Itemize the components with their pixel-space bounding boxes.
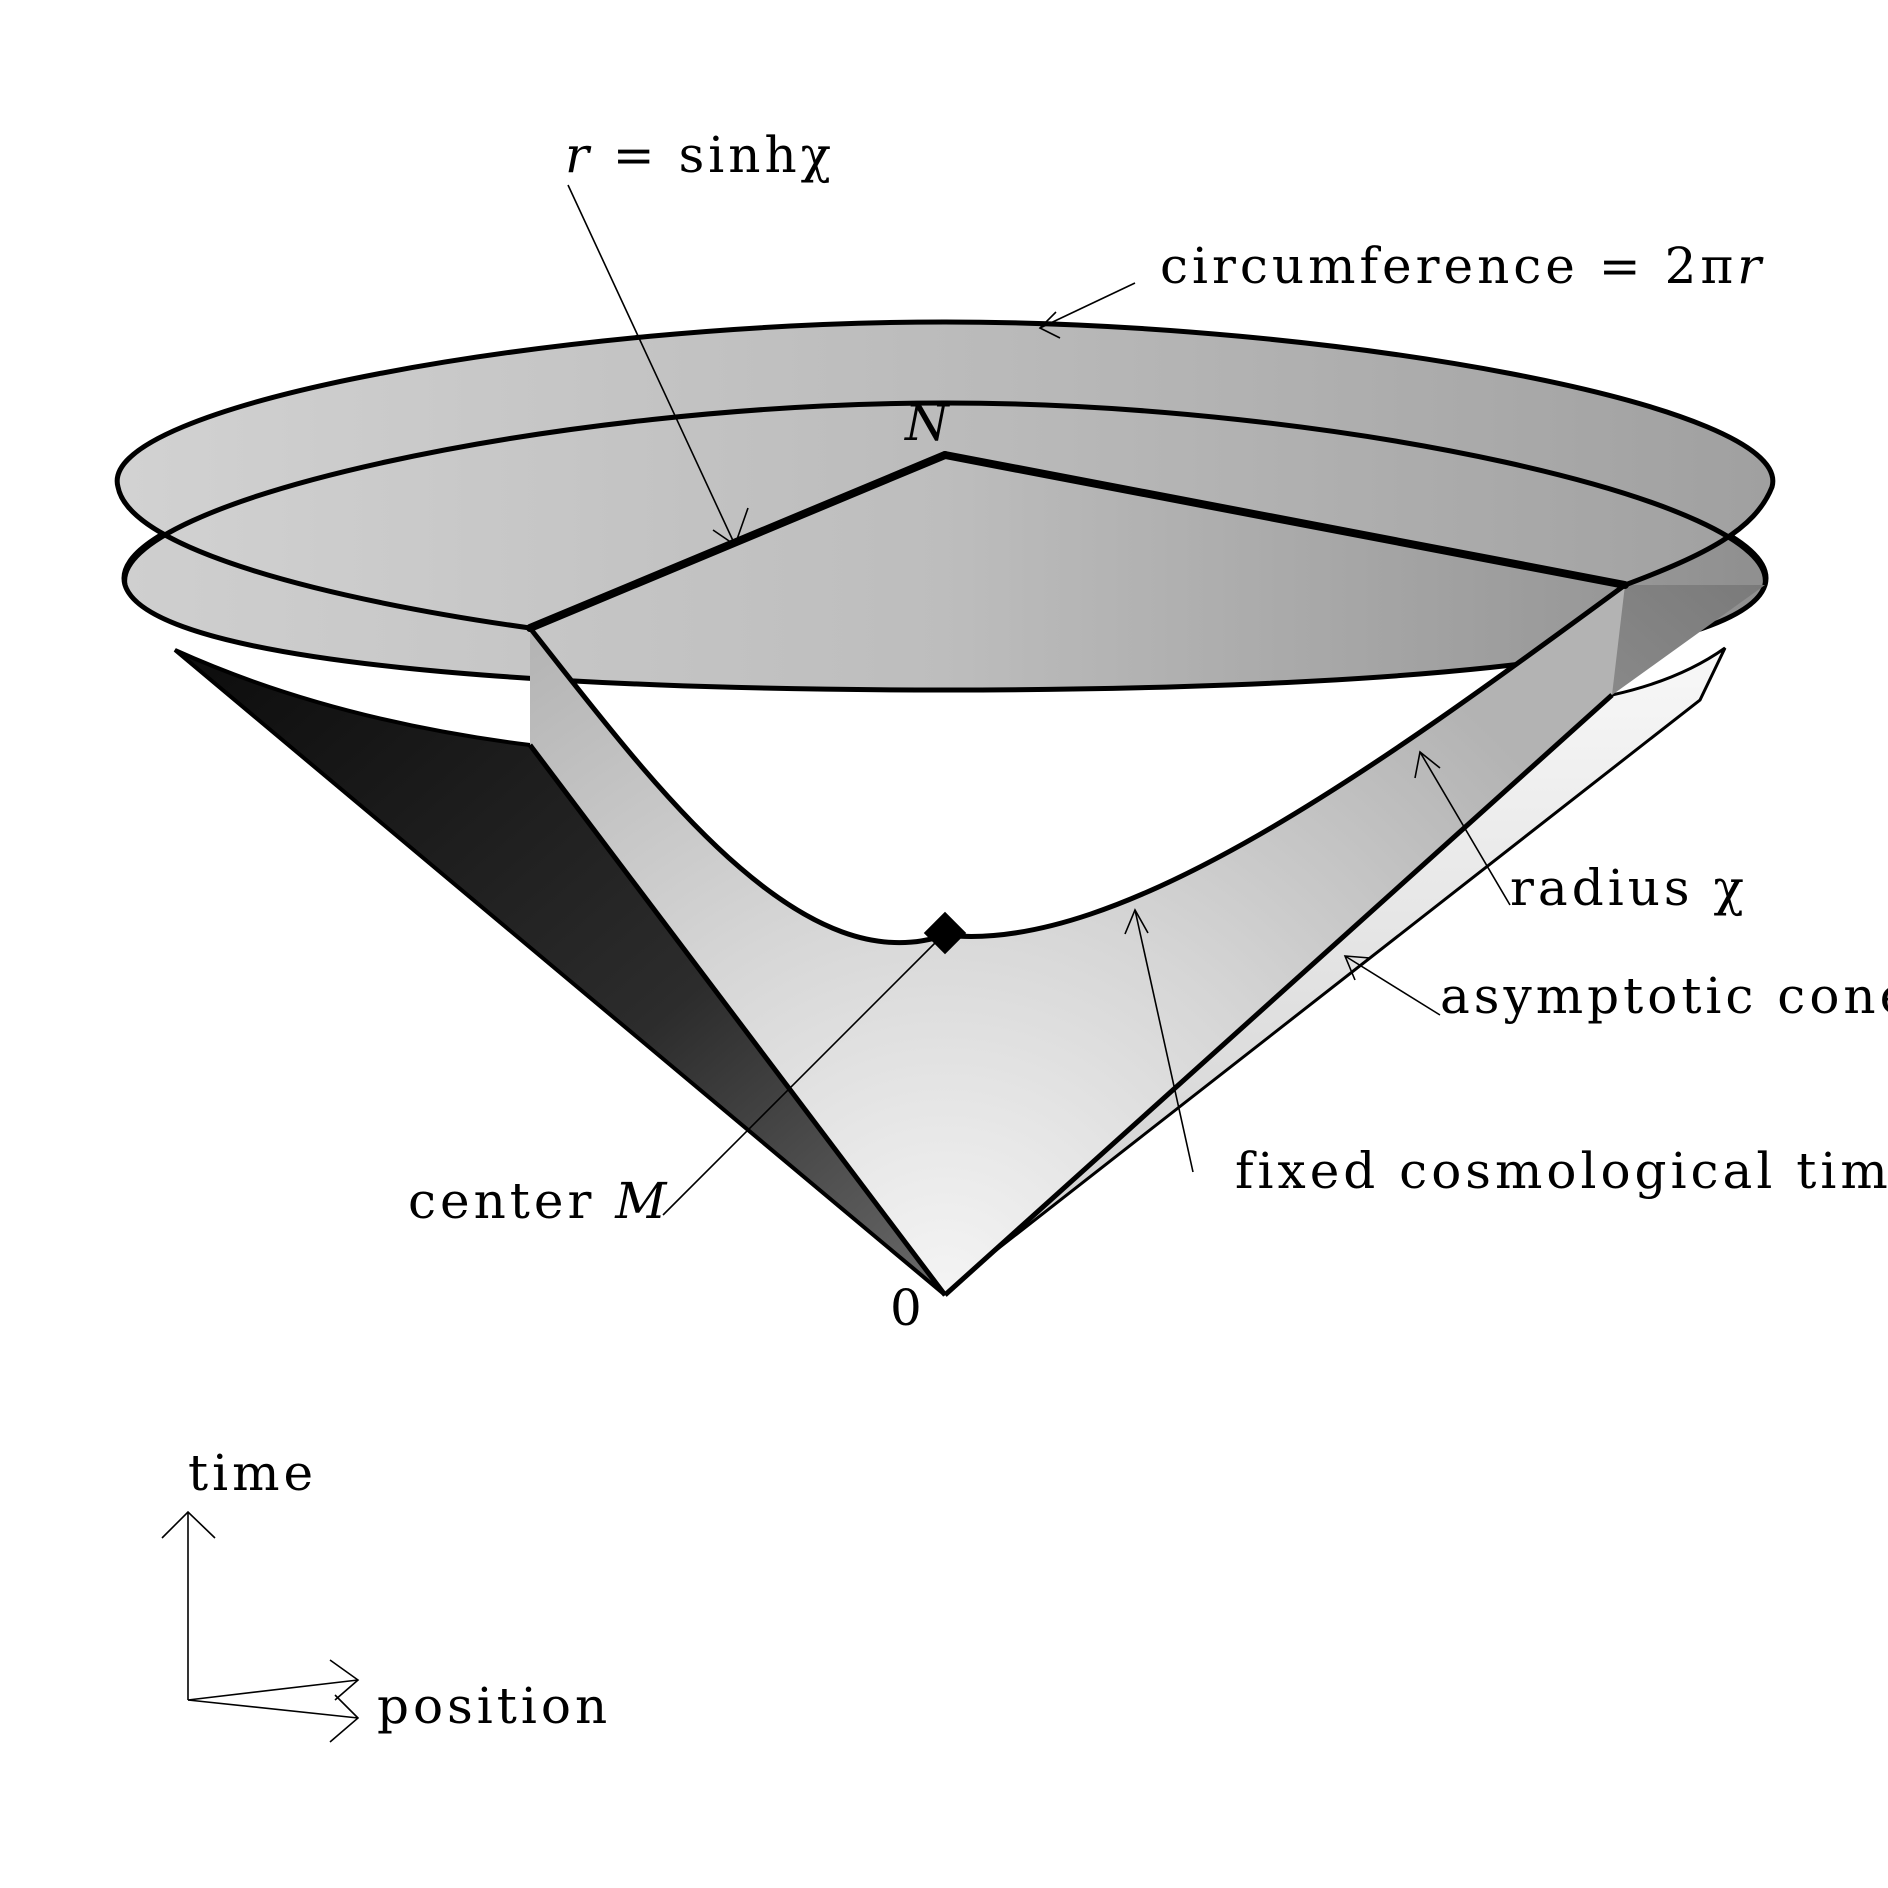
leader-fixed-time — [1124, 908, 1194, 1173]
r-equation-label: r = sinhχ — [565, 126, 835, 184]
fixed-time-label: fixed cosmological time — [1235, 1142, 1888, 1200]
circumference-label: circumference = 2πr — [1160, 237, 1765, 295]
fixed-time-surface — [530, 585, 1625, 1295]
leader-circumference — [1038, 282, 1136, 339]
axes-indicator — [161, 1510, 360, 1743]
center-label: center M — [408, 1172, 670, 1230]
position-axis-label: position — [377, 1677, 611, 1735]
leader-asymptotic-cone — [1343, 955, 1441, 1016]
cone-edge-right — [943, 693, 1614, 1297]
leader-radius — [1414, 750, 1511, 906]
inner-rim-arc — [122, 400, 1768, 586]
leader-r-equation — [567, 184, 749, 547]
asymptotic-cone-label: asymptotic cone — [1440, 967, 1888, 1025]
right-cone-strip — [988, 646, 1727, 1257]
left-cone-face — [173, 648, 947, 1297]
leader-center — [662, 932, 946, 1216]
origin-label: 0 — [890, 1279, 926, 1337]
hyperbola-curve — [528, 582, 1627, 946]
cone-edge-left — [528, 743, 947, 1297]
wedge-edge-left — [526, 451, 949, 632]
radius-label: radius χ — [1510, 859, 1748, 917]
wedge-edge-right — [941, 451, 1629, 589]
time-axis-label: time — [188, 1444, 317, 1502]
top-disk-ellipse — [114, 319, 1776, 631]
north-point-label: N — [904, 394, 953, 452]
